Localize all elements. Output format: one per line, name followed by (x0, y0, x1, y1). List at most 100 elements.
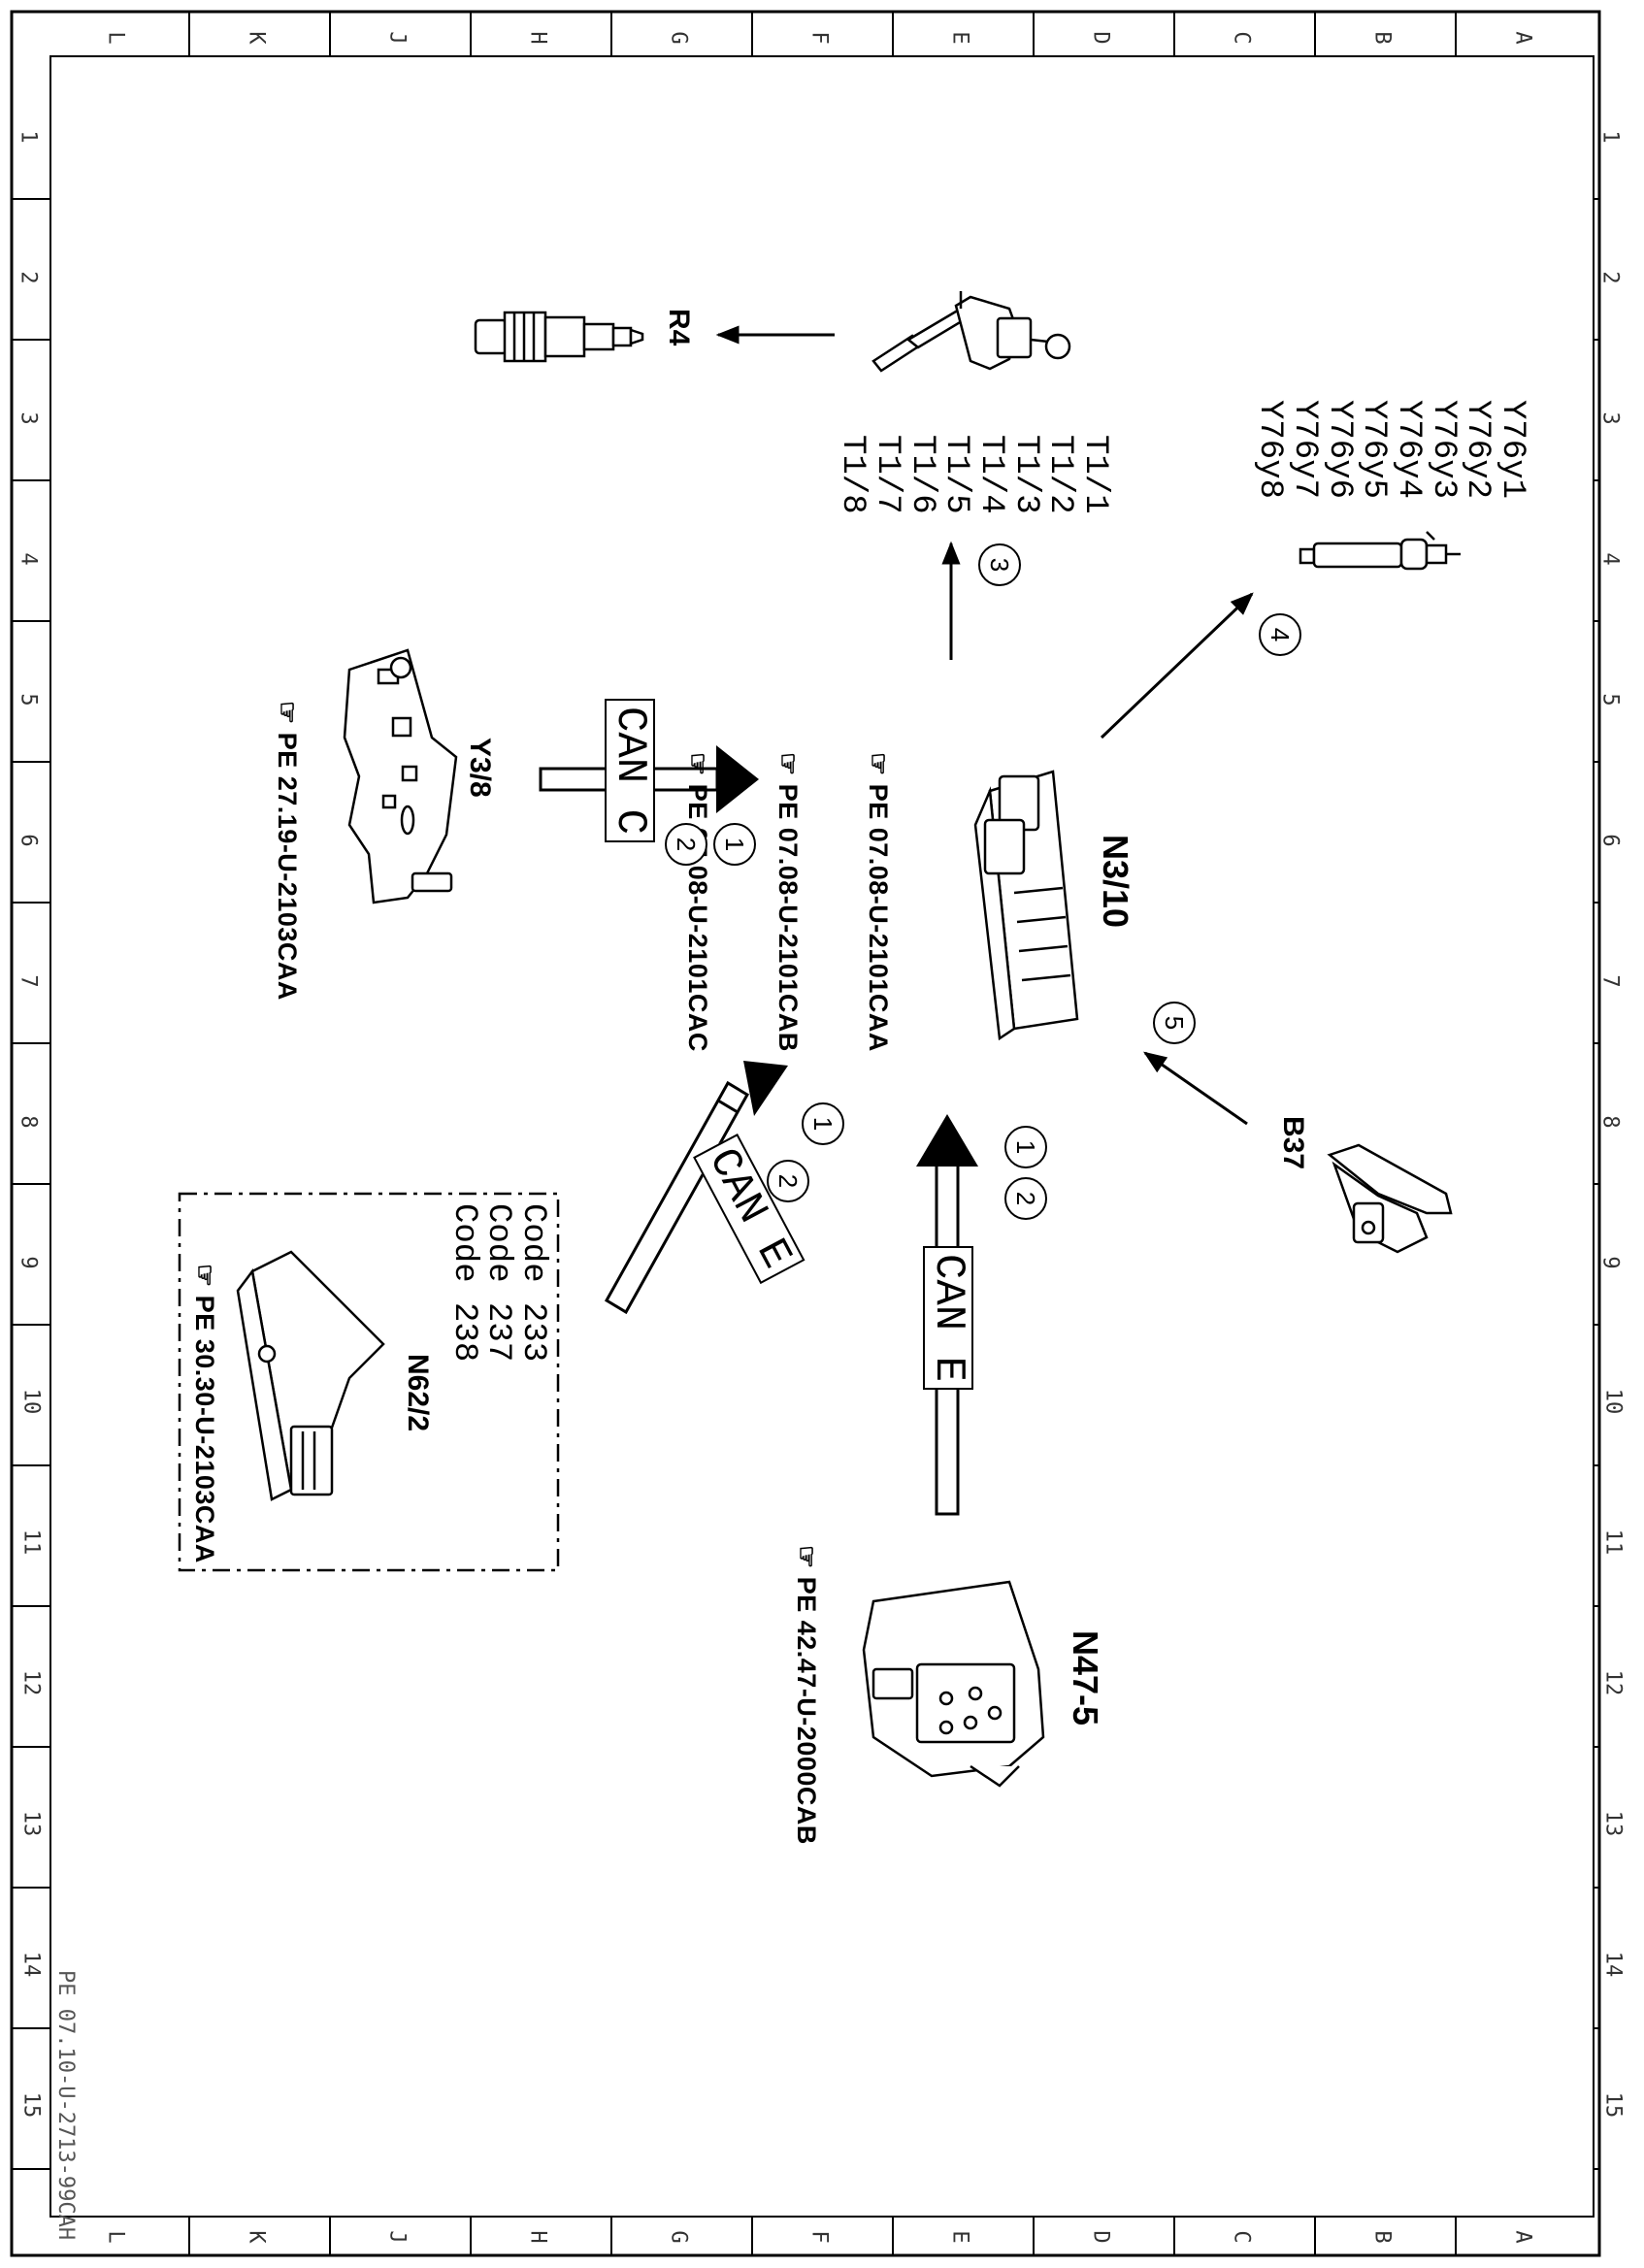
reference-pointer-icon: ☞ (773, 752, 803, 784)
col-label-bottom: F (806, 2230, 832, 2244)
row-label-left: 9 (16, 1256, 41, 1269)
col-label-bottom: B (1369, 2230, 1395, 2244)
ref-n62-2-text: PE 30.30-U-2103CAA (189, 1295, 219, 1563)
row-label-right: 8 (1597, 1115, 1623, 1129)
arrow-n310-to-y76 (1100, 592, 1254, 740)
optional-equipment-box (178, 1192, 560, 1572)
row-label-left: 4 (16, 552, 41, 566)
row-label-right: 6 (1597, 834, 1623, 847)
ref-n3-10-row: ☞ PE 07.08-U-2101CAB (773, 752, 803, 1052)
ref-n47-5-text: PE 42.47-U-2000CAB (791, 1576, 821, 1845)
callout-2-can-e-vert: 2 (1004, 1177, 1047, 1220)
col-label-top: J (384, 31, 410, 45)
row-label-right: 9 (1597, 1256, 1623, 1269)
column-ticks (188, 12, 1457, 2255)
callout-5: 5 (1153, 1002, 1196, 1044)
col-label-top: D (1088, 31, 1113, 45)
row-label-left: 14 (18, 1951, 44, 1978)
row-label-right: 2 (1597, 271, 1623, 284)
reference-pointer-icon: ☞ (863, 752, 893, 784)
row-label-right: 13 (1600, 1810, 1626, 1837)
bus-can-e-diagonal-arrow (604, 1061, 788, 1315)
row-label-left: 13 (18, 1810, 44, 1837)
row-label-right: 4 (1597, 552, 1623, 566)
row-label-right: 14 (1600, 1951, 1626, 1978)
col-label-bottom: K (244, 2230, 269, 2244)
row-label-left: 12 (18, 1669, 44, 1696)
reference-pointer-icon: ☞ (682, 752, 712, 784)
ref-n3-10-text: PE 07.08-U-2101CAA (863, 783, 893, 1052)
reference-pointer-icon: ☞ (189, 1264, 219, 1296)
reference-pointer-icon: ☞ (791, 1545, 821, 1577)
ref-y3-8-text: PE 27.19-U-2103CAA (272, 732, 302, 1001)
row-label-left: 6 (16, 834, 41, 847)
col-label-top: H (525, 31, 550, 45)
ref-y3-8: ☞ PE 27.19-U-2103CAA (246, 670, 328, 1001)
label-n47-5: N47-5 (1066, 1630, 1105, 1726)
reference-pointer-icon: ☞ (272, 701, 302, 733)
tag-can-e-vertical: CAN E (923, 1246, 973, 1391)
row-label-left: 2 (16, 271, 41, 284)
ref-n3-10-text: PE 07.08-U-2101CAB (773, 783, 803, 1052)
col-label-top: A (1510, 31, 1535, 45)
ref-n47-5: ☞ PE 42.47-U-2000CAB (765, 1514, 847, 1845)
row-label-left: 8 (16, 1115, 41, 1129)
callout-1-can-e-diag: 1 (802, 1102, 844, 1145)
col-label-bottom: C (1229, 2230, 1254, 2244)
label-b37: B37 (1277, 1116, 1309, 1170)
label-n3-10: N3/10 (1096, 835, 1135, 929)
row-label-right: 10 (1600, 1388, 1626, 1415)
callout-2-can-c: 2 (665, 823, 707, 866)
ref-n3-10-row: ☞ PE 07.08-U-2101CAA (863, 752, 893, 1052)
callout-1-can-e-vert: 1 (1004, 1126, 1047, 1168)
row-ticks (12, 198, 1599, 2170)
abs-hydraulic-unit-sketch (862, 1580, 1045, 1788)
col-label-bottom: J (384, 2230, 410, 2244)
document-reference: PE 07.10-U-2713-99CAH (53, 1970, 78, 2241)
parking-system-unit-sketch (236, 1250, 385, 1501)
col-label-bottom: L (103, 2230, 128, 2244)
inner-border (49, 55, 1595, 2218)
row-label-left: 7 (16, 974, 41, 988)
col-label-top: F (806, 31, 832, 45)
row-label-right: 3 (1597, 411, 1623, 425)
label-t1-list: T1/1 T1/2 T1/3 T1/4 T1/5 T1/6 T1/7 T1/8 (834, 435, 1113, 514)
label-y3-8: Y3/8 (464, 738, 496, 798)
ref-n3-10-row: ☞ PE 07.08-U-2101CAC (682, 752, 712, 1052)
row-label-right: 1 (1597, 130, 1623, 144)
callout-2-can-e-diag: 2 (767, 1160, 809, 1202)
row-label-left: 15 (18, 2091, 44, 2119)
label-r4: R4 (663, 309, 695, 346)
row-label-left: 10 (18, 1388, 44, 1415)
col-label-bottom: H (525, 2230, 550, 2244)
col-label-bottom: G (666, 2230, 691, 2244)
row-label-right: 15 (1600, 2091, 1626, 2119)
row-label-left: 1 (16, 130, 41, 144)
col-label-top: K (244, 31, 269, 45)
col-label-bottom: D (1088, 2230, 1113, 2244)
label-y76-list: Y76y1 Y76y2 Y76y3 Y76y4 Y76y5 Y76y6 Y76y… (1251, 400, 1530, 500)
fuel-injector-sketch (1299, 531, 1461, 571)
pedal-sensor-sketch (1327, 1143, 1453, 1254)
col-label-top: L (103, 31, 128, 45)
row-label-right: 12 (1600, 1669, 1626, 1696)
engine-control-unit-sketch (973, 770, 1079, 1041)
col-label-bottom: E (947, 2230, 972, 2244)
row-label-left: 11 (18, 1528, 44, 1556)
valve-body-sketch (343, 648, 458, 904)
ignition-coil-sketch (871, 291, 1071, 373)
col-label-top: E (947, 31, 972, 45)
label-n62-2: N62/2 (402, 1354, 434, 1432)
col-label-top: B (1369, 31, 1395, 45)
ref-n62-2: ☞ PE 30.30-U-2103CAA (163, 1233, 246, 1563)
row-label-right: 7 (1597, 974, 1623, 988)
spark-plug-sketch (474, 311, 644, 363)
callout-1-can-c: 1 (713, 823, 756, 866)
row-label-left: 5 (16, 693, 41, 707)
row-label-right: 11 (1600, 1528, 1626, 1556)
outer-border (10, 10, 1601, 2257)
row-label-right: 5 (1597, 693, 1623, 707)
arrow-b37-to-n310 (1143, 1051, 1248, 1126)
